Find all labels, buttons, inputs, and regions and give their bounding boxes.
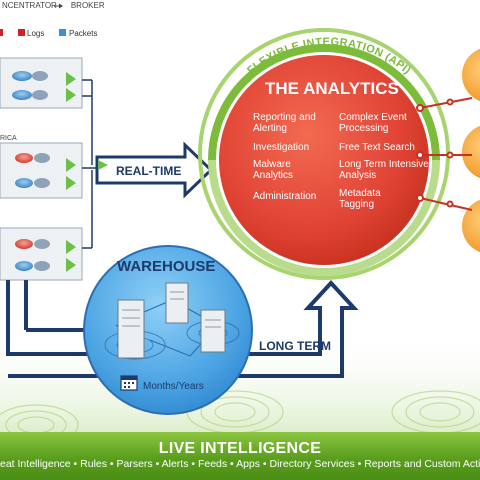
analytics-item-malware: Malware Analytics: [253, 159, 294, 181]
legend-logs: Logs: [27, 29, 45, 38]
live-intelligence-bar: [0, 432, 480, 480]
warehouse-title: WAREHOUSE: [117, 258, 216, 275]
legend-arrow: [54, 3, 63, 9]
calendar-icon: [120, 375, 138, 391]
live-intelligence-subtitle: eat Intelligence • Rules • Parsers • Ale…: [0, 458, 480, 470]
warehouse-retention: Months/Years: [143, 381, 204, 392]
realtime-label: REAL-TIME: [116, 164, 182, 178]
analytics-item-metadata: Metadata Tagging: [339, 188, 381, 210]
analytics-item-cep: Complex Event Processing: [339, 112, 407, 134]
analytics-title: THE ANALYTICS: [265, 79, 399, 98]
analytics-item-reporting: Reporting and Alerting: [253, 112, 316, 134]
legend-packets: Packets: [69, 29, 98, 38]
legend-flow: NCENTRATOR BROKER: [2, 1, 105, 10]
source-panel-3: [0, 227, 83, 281]
source-panel-2: [0, 142, 83, 199]
longterm-label: LONG TERM: [259, 339, 331, 353]
analytics-item-administration: Administration: [253, 191, 317, 202]
analytics-item-long-term: Long Term Intensive Analysis: [339, 159, 429, 181]
analytics-item-text-search: Free Text Search: [339, 142, 415, 153]
live-intelligence-title: LIVE INTELLIGENCE: [158, 440, 322, 457]
right-nodes: [416, 48, 480, 253]
legend-source: NCENTRATOR: [2, 1, 57, 10]
region-label: RICA: [0, 135, 17, 142]
analytics-item-investigation: Investigation: [253, 142, 310, 153]
source-panel-1: [0, 57, 83, 109]
legend-swatch-first: [0, 29, 3, 36]
legend-target: BROKER: [70, 1, 105, 10]
legend-swatch-logs: [18, 29, 25, 36]
legend-swatch-packets: [59, 29, 66, 36]
